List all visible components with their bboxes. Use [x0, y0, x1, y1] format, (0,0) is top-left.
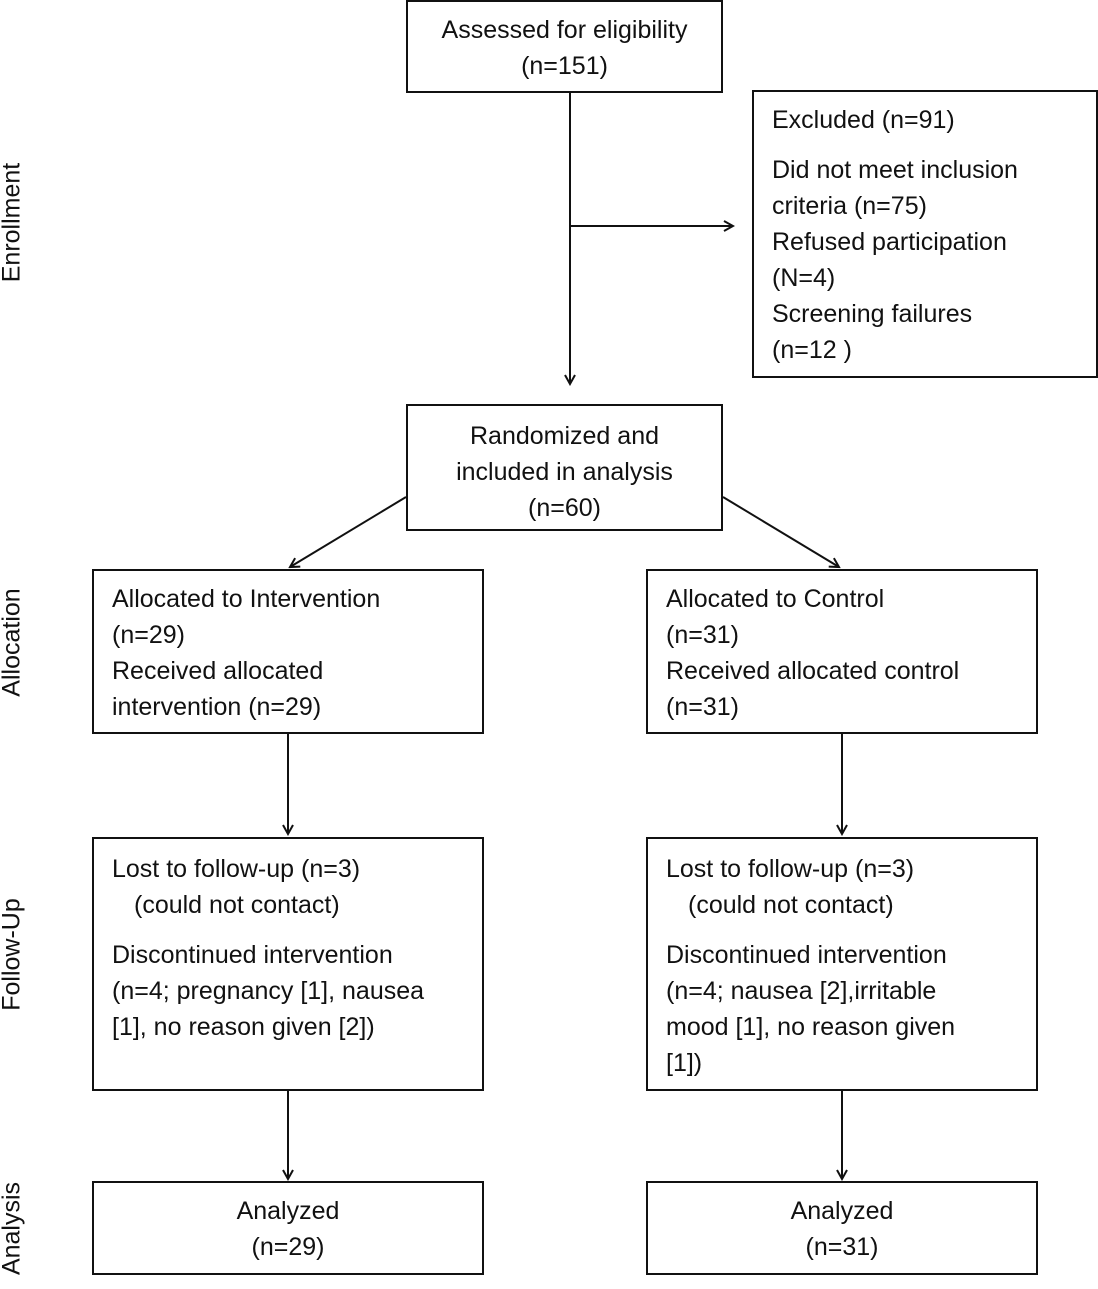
control-received-count: (n=31)	[666, 693, 739, 721]
control-analyzed-count: (n=31)	[805, 1233, 879, 1261]
excluded-box: Excluded (n=91) Did not meet inclusion c…	[752, 90, 1098, 378]
control-discontinued-detail-2: mood [1], no reason given	[666, 1013, 956, 1041]
control-followup-box: Lost to follow-up (n=3) (could not conta…	[646, 837, 1038, 1091]
randomized-line-1: Randomized and	[469, 422, 659, 450]
intervention-lost-reason: (could not contact)	[134, 891, 340, 919]
stage-label-allocation: Allocation	[0, 588, 26, 697]
control-discontinued-label: Discontinued intervention	[666, 941, 947, 969]
intervention-discontinued-label: Discontinued intervention	[112, 941, 393, 969]
intervention-discontinued-detail-1: (n=4; pregnancy [1], nausea	[112, 977, 425, 1005]
control-lost-reason: (could not contact)	[688, 891, 894, 919]
assessed-count: (n=151)	[521, 52, 608, 80]
intervention-lost-label: Lost to follow-up (n=3)	[112, 855, 361, 883]
excluded-reason-inclusion: Did not meet inclusion	[772, 156, 1018, 184]
intervention-analyzed-label: Analyzed	[236, 1197, 340, 1225]
randomized-count: (n=60)	[528, 494, 601, 522]
control-discontinued-detail-1: (n=4; nausea [2],irritable	[666, 977, 937, 1005]
control-analysis-box: Analyzed (n=31)	[646, 1181, 1038, 1275]
stage-label-analysis: Analysis	[0, 1181, 26, 1276]
control-discontinued-detail-3: [1])	[666, 1049, 703, 1077]
intervention-received-count: intervention (n=29)	[112, 693, 322, 721]
control-allocation-box: Allocated to Control (n=31) Received all…	[646, 569, 1038, 734]
intervention-received-label: Received allocated	[112, 657, 324, 685]
stage-label-follow-up: Follow-Up	[0, 898, 26, 1011]
intervention-analysis-box: Analyzed (n=29)	[92, 1181, 484, 1275]
control-received-label: Received allocated control	[666, 657, 960, 685]
randomized-line-2: included in analysis	[456, 458, 673, 486]
control-allocated-count: (n=31)	[666, 621, 739, 649]
excluded-reason-inclusion-count: criteria (n=75)	[772, 192, 927, 220]
intervention-analyzed-count: (n=29)	[251, 1233, 325, 1261]
excluded-reason-screening-count: (n=12 )	[772, 336, 852, 364]
arrow-to-control	[722, 496, 839, 567]
excluded-reason-refused-count: (N=4)	[772, 264, 836, 292]
control-analyzed-label: Analyzed	[790, 1197, 894, 1225]
intervention-discontinued-detail-2: [1], no reason given [2])	[112, 1013, 375, 1041]
intervention-followup-box: Lost to follow-up (n=3) (could not conta…	[92, 837, 484, 1091]
excluded-title: Excluded (n=91)	[772, 106, 955, 134]
control-lost-label: Lost to follow-up (n=3)	[666, 855, 915, 883]
intervention-allocated-count: (n=29)	[112, 621, 185, 649]
randomized-box: Randomized and included in analysis (n=6…	[406, 404, 723, 531]
arrow-to-intervention	[290, 496, 407, 567]
control-allocated-label: Allocated to Control	[666, 585, 885, 613]
excluded-reason-screening: Screening failures	[772, 300, 973, 328]
intervention-allocation-box: Allocated to Intervention (n=29) Receive…	[92, 569, 484, 734]
assessed-label: Assessed for eligibility	[441, 16, 688, 44]
assessed-box: Assessed for eligibility (n=151)	[406, 0, 723, 93]
stage-label-enrollment: Enrollment	[0, 162, 26, 283]
intervention-allocated-label: Allocated to Intervention	[112, 585, 381, 613]
excluded-reason-refused: Refused participation	[772, 228, 1007, 256]
